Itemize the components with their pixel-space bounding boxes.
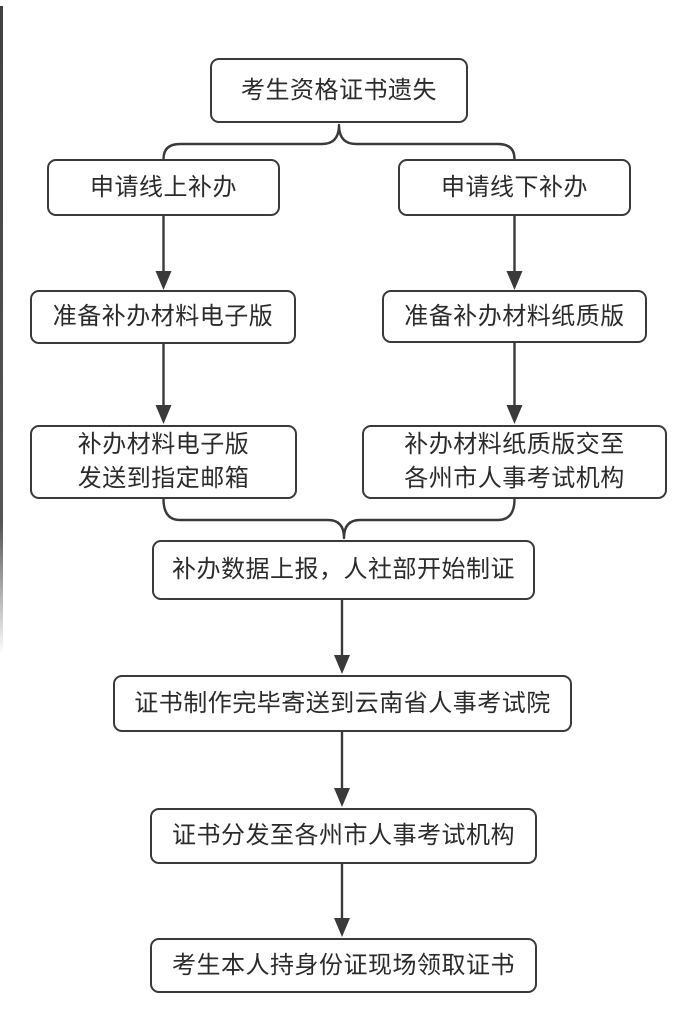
node-certificate-mailed: 证书制作完毕寄送到云南省人事考试院 bbox=[113, 675, 572, 732]
arrow-prepare-paper-to-submit-to-agency bbox=[506, 341, 523, 424]
arrow-data-report-to-certificate-mailed bbox=[334, 598, 350, 674]
node-apply-offline: 申请线下补办 bbox=[398, 159, 631, 216]
node-prepare-electronic: 准备补办材料电子版 bbox=[30, 290, 296, 344]
node-submit-to-agency: 补办材料纸质版交至 各州市人事考试机构 bbox=[362, 425, 667, 499]
node-collect-certificate: 考生本人持身份证现场领取证书 bbox=[150, 938, 537, 993]
node-start: 考生资格证书遗失 bbox=[210, 58, 468, 123]
node-apply-online: 申请线上补办 bbox=[47, 159, 280, 216]
arrow-certificate-distributed-to-collect-certificate bbox=[334, 862, 350, 937]
node-send-to-mailbox: 补办材料电子版 发送到指定邮箱 bbox=[30, 425, 297, 499]
arrow-prepare-electronic-to-send-to-mailbox bbox=[155, 342, 172, 424]
page-edge-artifact bbox=[0, 6, 3, 654]
arrow-apply-offline-to-prepare-paper bbox=[506, 214, 523, 290]
arrow-apply-online-to-prepare-electronic bbox=[155, 214, 172, 290]
merge-brace-connector bbox=[162, 497, 516, 540]
node-data-report: 补办数据上报，人社部开始制证 bbox=[152, 540, 535, 600]
split-brace-connector bbox=[162, 123, 516, 161]
node-certificate-distributed: 证书分发至各州市人事考试机构 bbox=[150, 808, 537, 864]
arrow-certificate-mailed-to-certificate-distributed bbox=[334, 730, 350, 807]
node-prepare-paper: 准备补办材料纸质版 bbox=[382, 290, 647, 343]
